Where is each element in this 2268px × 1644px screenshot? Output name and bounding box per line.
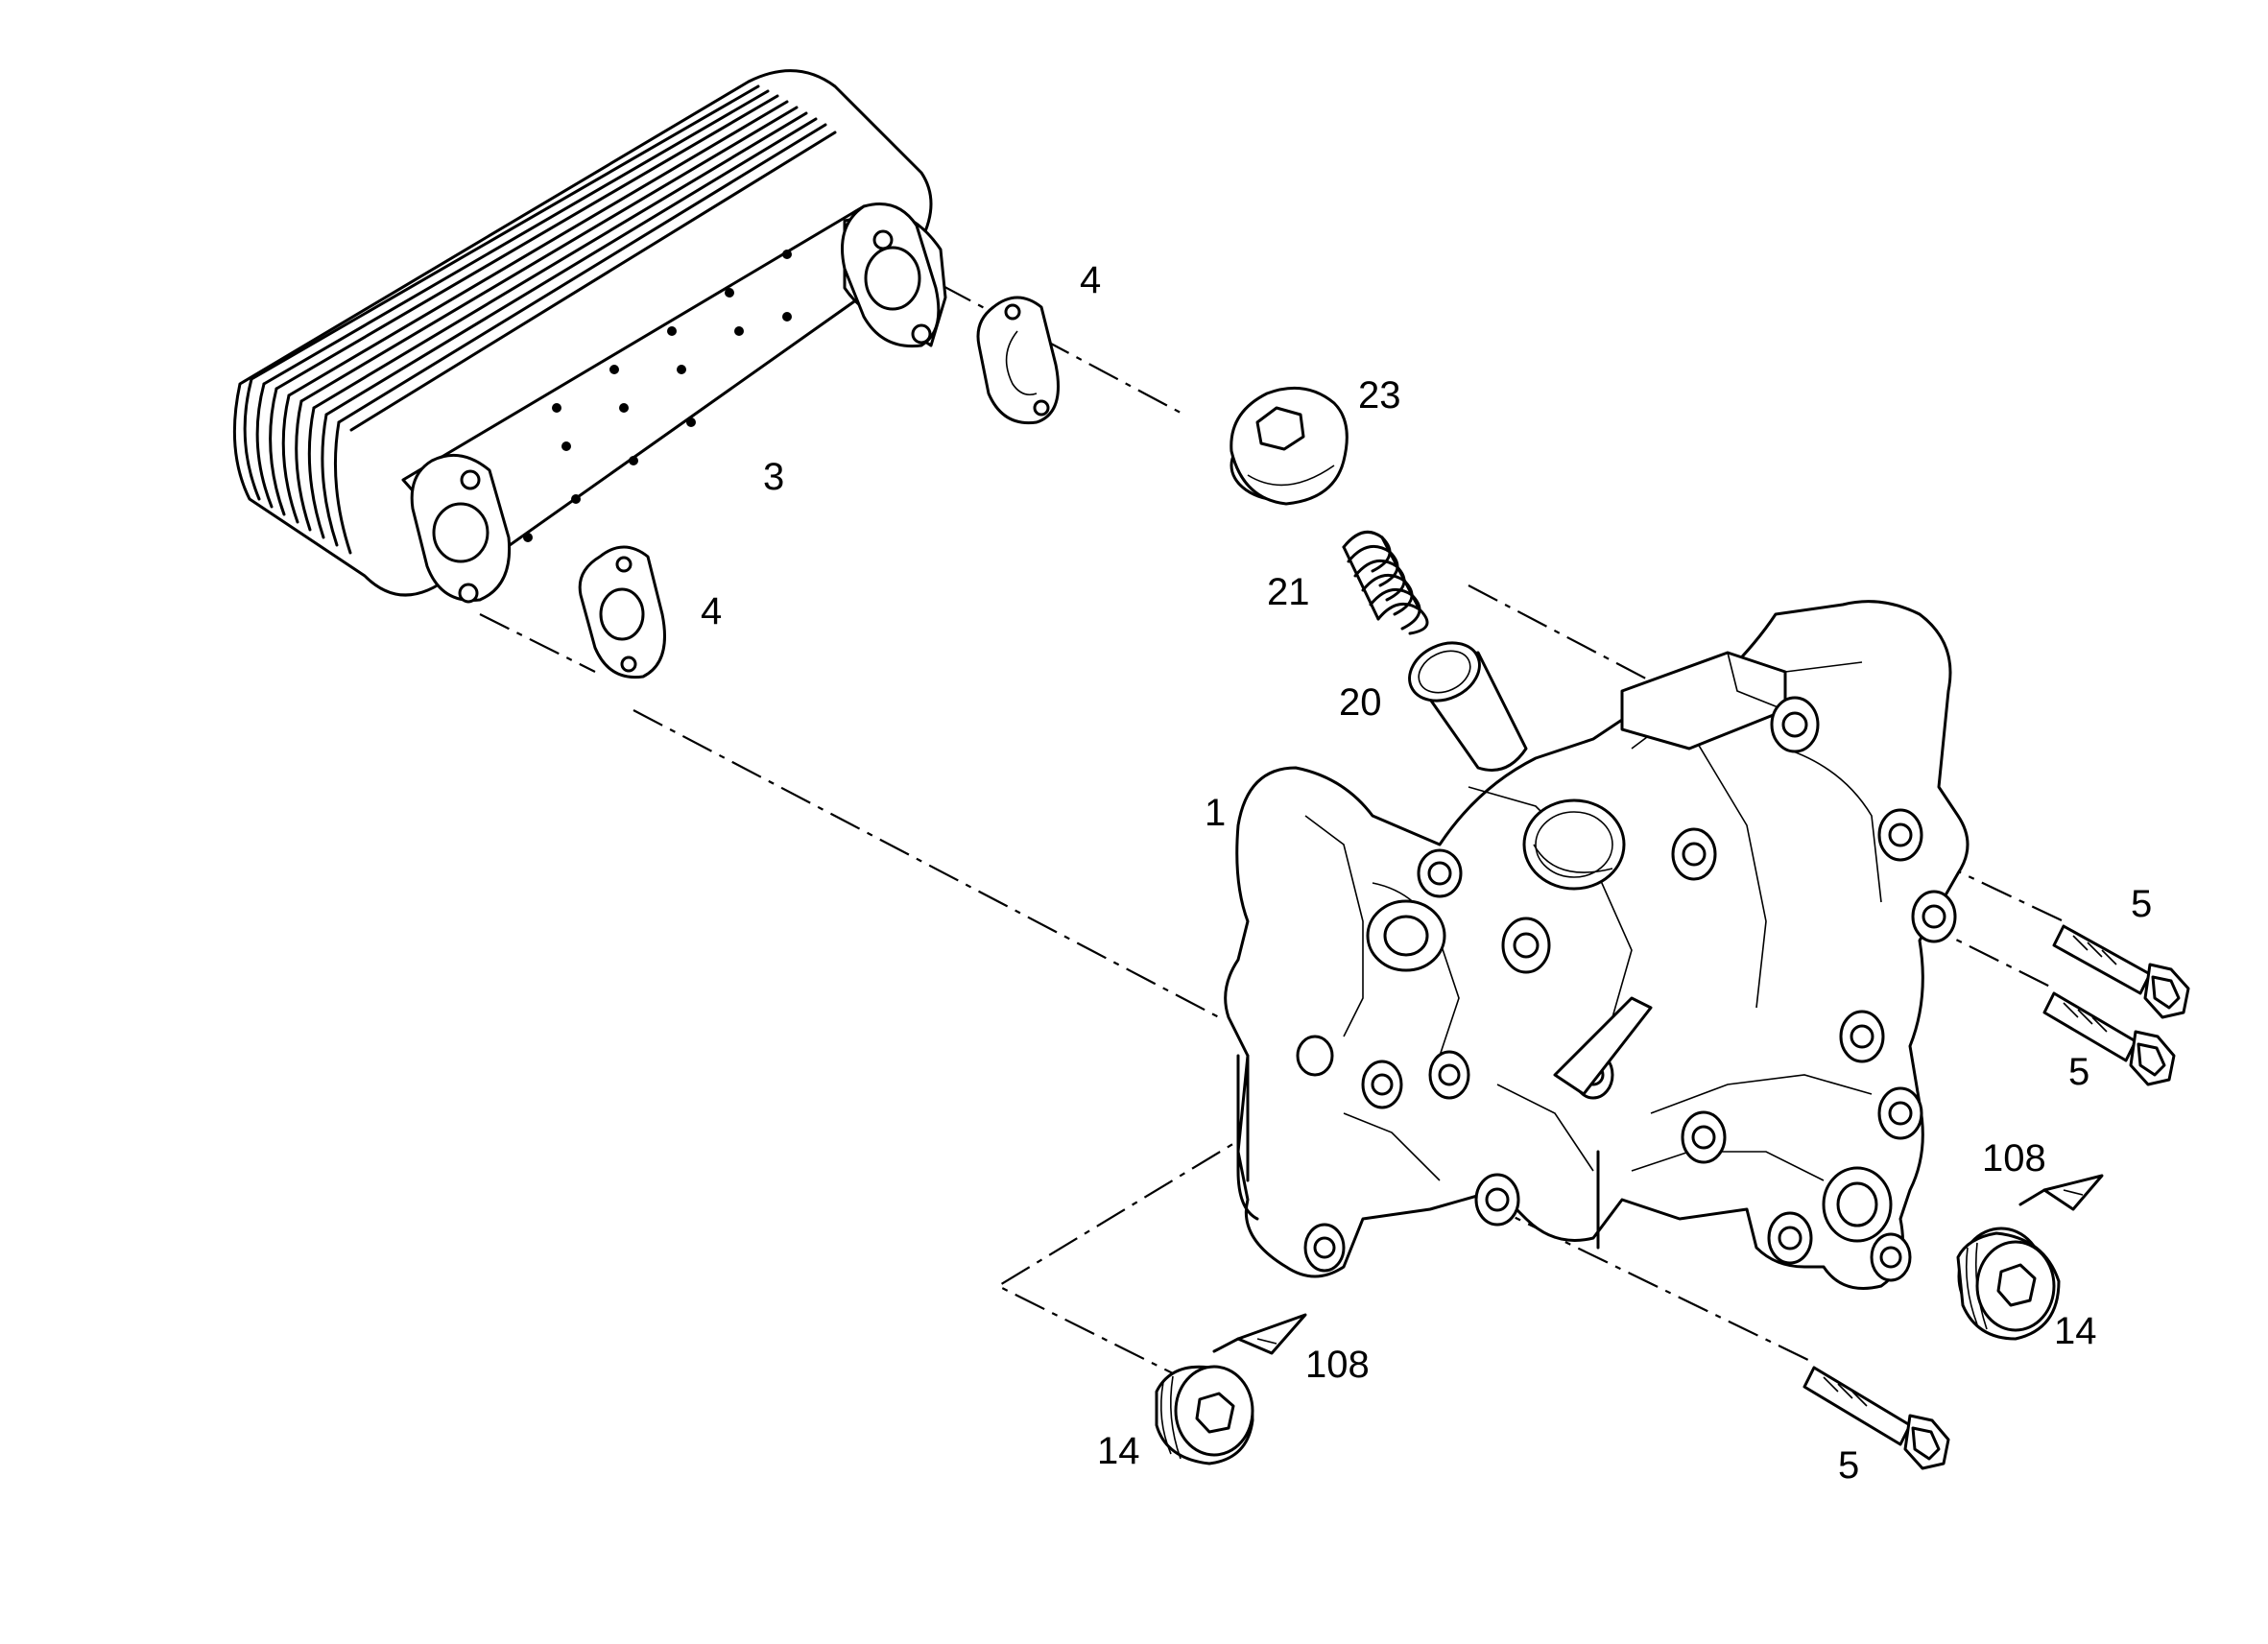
bolt-middle	[2042, 991, 2176, 1086]
bolt-lower	[1802, 1366, 1950, 1470]
callout-1: 1	[1205, 792, 1226, 834]
plug-14-right	[1956, 1227, 2061, 1341]
callout-5-lower: 5	[1838, 1444, 1859, 1487]
plug-23	[1229, 386, 1349, 506]
gasket-lower	[578, 545, 666, 679]
callout-3: 3	[763, 456, 784, 498]
callout-4-upper: 4	[1080, 259, 1101, 301]
gasket-upper	[976, 296, 1060, 425]
bolt-upper	[2052, 924, 2190, 1019]
callout-14-left: 14	[1097, 1430, 1140, 1472]
callout-14-right: 14	[2054, 1310, 2097, 1352]
callout-labels: 1 3 4 4 23 21 20 5 5 5 108 108 14 14	[701, 259, 2152, 1487]
callout-5-middle: 5	[2068, 1051, 2089, 1093]
callout-20: 20	[1339, 681, 1382, 724]
callout-108-right: 108	[1982, 1137, 2046, 1179]
callout-21: 21	[1267, 571, 1310, 613]
spring-21	[1342, 530, 1429, 635]
callout-108-left: 108	[1305, 1344, 1370, 1386]
callout-23: 23	[1358, 374, 1401, 417]
callout-5-upper: 5	[2131, 883, 2152, 925]
sleeve-20	[1408, 641, 1528, 772]
sealant-tube-left	[1212, 1313, 1307, 1355]
plug-14-left	[1155, 1365, 1254, 1465]
oil-cooler	[232, 69, 947, 604]
housing	[1224, 600, 1970, 1290]
callout-4-lower: 4	[701, 590, 722, 632]
sealant-tube-right	[2018, 1174, 2104, 1211]
